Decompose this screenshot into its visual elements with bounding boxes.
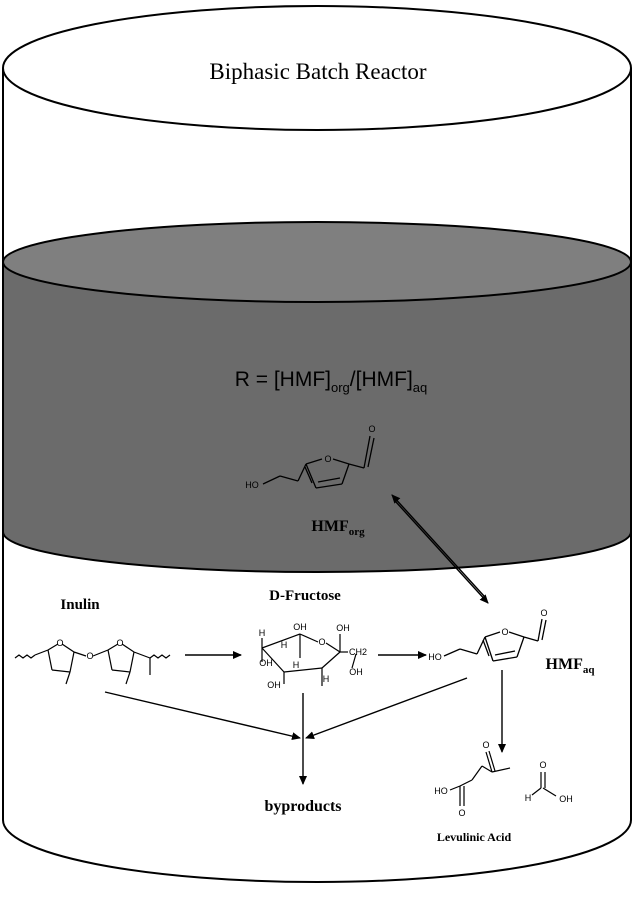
fructose-structure	[261, 633, 357, 686]
formic-acid-molecule	[531, 772, 557, 797]
organic-phase-layer	[1, 221, 632, 573]
fructose-oh2: OH	[336, 623, 350, 633]
partition-ratio-label: R = [HMF]org/[HMF]aq	[235, 368, 428, 395]
inulin-o2: O	[86, 651, 93, 661]
fructose-o-ring: O	[318, 637, 325, 647]
reactor-vessel	[2, 5, 632, 883]
fructose-oh5: OH	[267, 680, 281, 690]
inulin-label: Inulin	[60, 597, 100, 613]
organic-phase-body	[1, 261, 632, 573]
fructose-h3: H	[293, 660, 300, 670]
partition-arrow	[391, 494, 489, 604]
fructose-label: D-Fructose	[269, 588, 341, 604]
reactor-title: Biphasic Batch Reactor	[209, 59, 426, 84]
vessel-bottom-curve	[2, 819, 632, 883]
hmf-org-o-aldehyde: O	[368, 424, 375, 434]
levulinic-o-ketone: O	[482, 740, 489, 750]
byproducts-label: byproducts	[264, 798, 341, 815]
hmf-aq-label: HMFaq	[546, 656, 596, 676]
fructose-ch2: CH2	[349, 647, 367, 657]
fructose-h4: H	[323, 674, 330, 684]
organic-phase-surface	[2, 221, 632, 303]
hmf-aq-molecule	[443, 618, 547, 662]
levulinic-acid-molecule	[449, 750, 511, 806]
byproduct-arrows	[104, 677, 468, 785]
fructose-oh1: OH	[293, 622, 307, 632]
inulin-o1: O	[56, 638, 63, 648]
formic-o: O	[539, 760, 546, 770]
formic-oh: OH	[559, 794, 573, 804]
levulinic-acid-label: Levulinic Acid	[437, 830, 512, 844]
fructose-oh3: OH	[349, 667, 363, 677]
hmf-aq-ho: HO	[428, 652, 442, 662]
vessel-top-ellipse	[2, 5, 632, 131]
arrow-hmf-to-byproducts	[305, 677, 468, 739]
hmf-aq-o-ring: O	[501, 627, 508, 637]
arrow-inulin-to-byproducts	[104, 691, 301, 741]
fructose-h1: H	[259, 628, 266, 638]
hmf-org-label: HMForg	[311, 518, 365, 538]
levulinic-o-acid: O	[458, 808, 465, 818]
fructose-oh4: OH	[259, 658, 273, 668]
hmf-org-molecule	[262, 435, 375, 489]
hmf-org-ho: HO	[245, 480, 259, 490]
hmf-org-o-ring: O	[324, 454, 331, 464]
hmf-aq-o-aldehyde: O	[540, 608, 547, 618]
inulin-o3: O	[116, 638, 123, 648]
levulinic-ho: HO	[434, 786, 448, 796]
inulin-structure	[14, 643, 171, 685]
fructose-h2: H	[281, 640, 288, 650]
formic-h: H	[525, 793, 532, 803]
